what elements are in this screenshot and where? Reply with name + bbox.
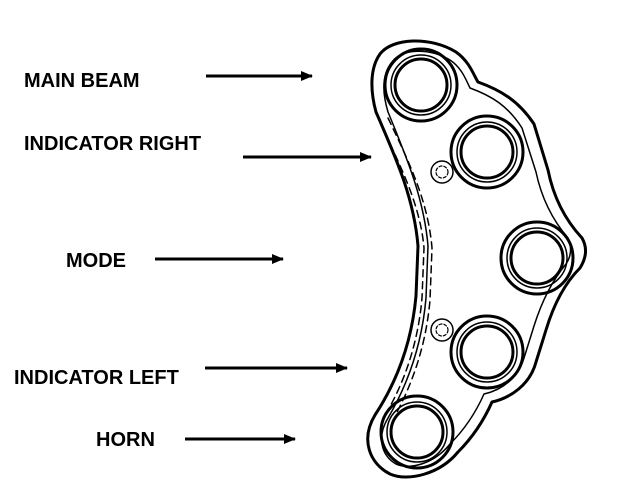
button-indicator-right [449,114,525,190]
button-main-beam [383,47,459,123]
label-indicator-left: INDICATOR LEFT [14,367,179,389]
button-horn [379,394,455,470]
label-horn: HORN [96,429,155,451]
label-indicator-right: INDICATOR RIGHT [24,133,202,155]
label-mode: MODE [66,250,126,272]
label-main-beam: MAIN BEAM [24,70,140,92]
button-indicator-left [449,314,525,390]
button-mode [499,220,575,296]
switch-panel-body [366,39,587,479]
